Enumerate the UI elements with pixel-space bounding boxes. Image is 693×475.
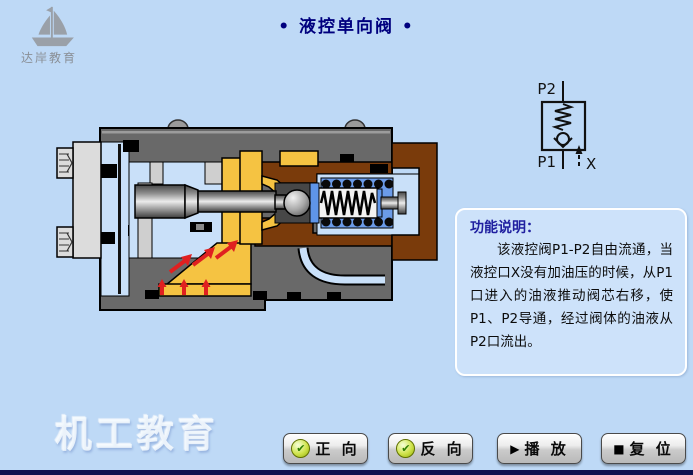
panel-title: 功能说明：	[470, 220, 540, 236]
bottom-edge	[0, 470, 693, 475]
pilot-piston	[134, 183, 287, 220]
flange-bolt-icons	[56, 147, 74, 258]
mounting-flange	[72, 141, 102, 259]
play-button[interactable]: ▶ 播 放	[497, 433, 582, 464]
reverse-button-label: 反 向	[420, 440, 465, 458]
valve-cross-section-diagram	[56, 119, 438, 311]
forward-button-label: 正 向	[315, 440, 360, 458]
body-seals	[145, 154, 388, 300]
play-button-label: 播 放	[524, 440, 569, 458]
check-ball	[283, 189, 311, 217]
sailboat-icon	[31, 6, 74, 47]
symbol-label-p2: P2	[537, 80, 556, 98]
reverse-button[interactable]: ✔ 反 向	[388, 433, 473, 464]
play-icon: ▶	[510, 441, 520, 456]
brand-logo: 达岸教育	[10, 4, 88, 66]
check-icon: ✔	[291, 439, 311, 458]
symbol-label-x: X	[586, 155, 596, 173]
check-spring	[319, 190, 377, 216]
page-title: • 液控单向阀 •	[278, 17, 415, 37]
outer-spring-coils	[321, 179, 394, 227]
function-description-panel: 功能说明： 该液控阀P1-P2自由流通，当液控口X没有加油压的时候，从P1口进入…	[455, 208, 687, 376]
stop-icon: ■	[613, 441, 625, 456]
panel-body-text: 该液控阀P1-P2自由流通，当液控口X没有加油压的时候，从P1口进入的油液推动阀…	[470, 242, 673, 350]
brand-name: 达岸教育	[20, 51, 77, 65]
pilot-channel	[297, 247, 385, 286]
forward-button[interactable]: ✔ 正 向	[283, 433, 368, 464]
symbol-label-p1: P1	[537, 153, 556, 171]
check-icon: ✔	[396, 439, 416, 458]
end-cap	[391, 142, 438, 261]
reset-button-label: 复 位	[629, 440, 674, 458]
flow-arrows	[157, 240, 238, 295]
valve-schematic-symbol: P2 P1 X	[537, 80, 596, 173]
spring-guide-rod	[380, 191, 407, 215]
reset-button[interactable]: ■ 复 位	[601, 433, 686, 464]
watermark-text: 机工教育	[55, 413, 219, 456]
